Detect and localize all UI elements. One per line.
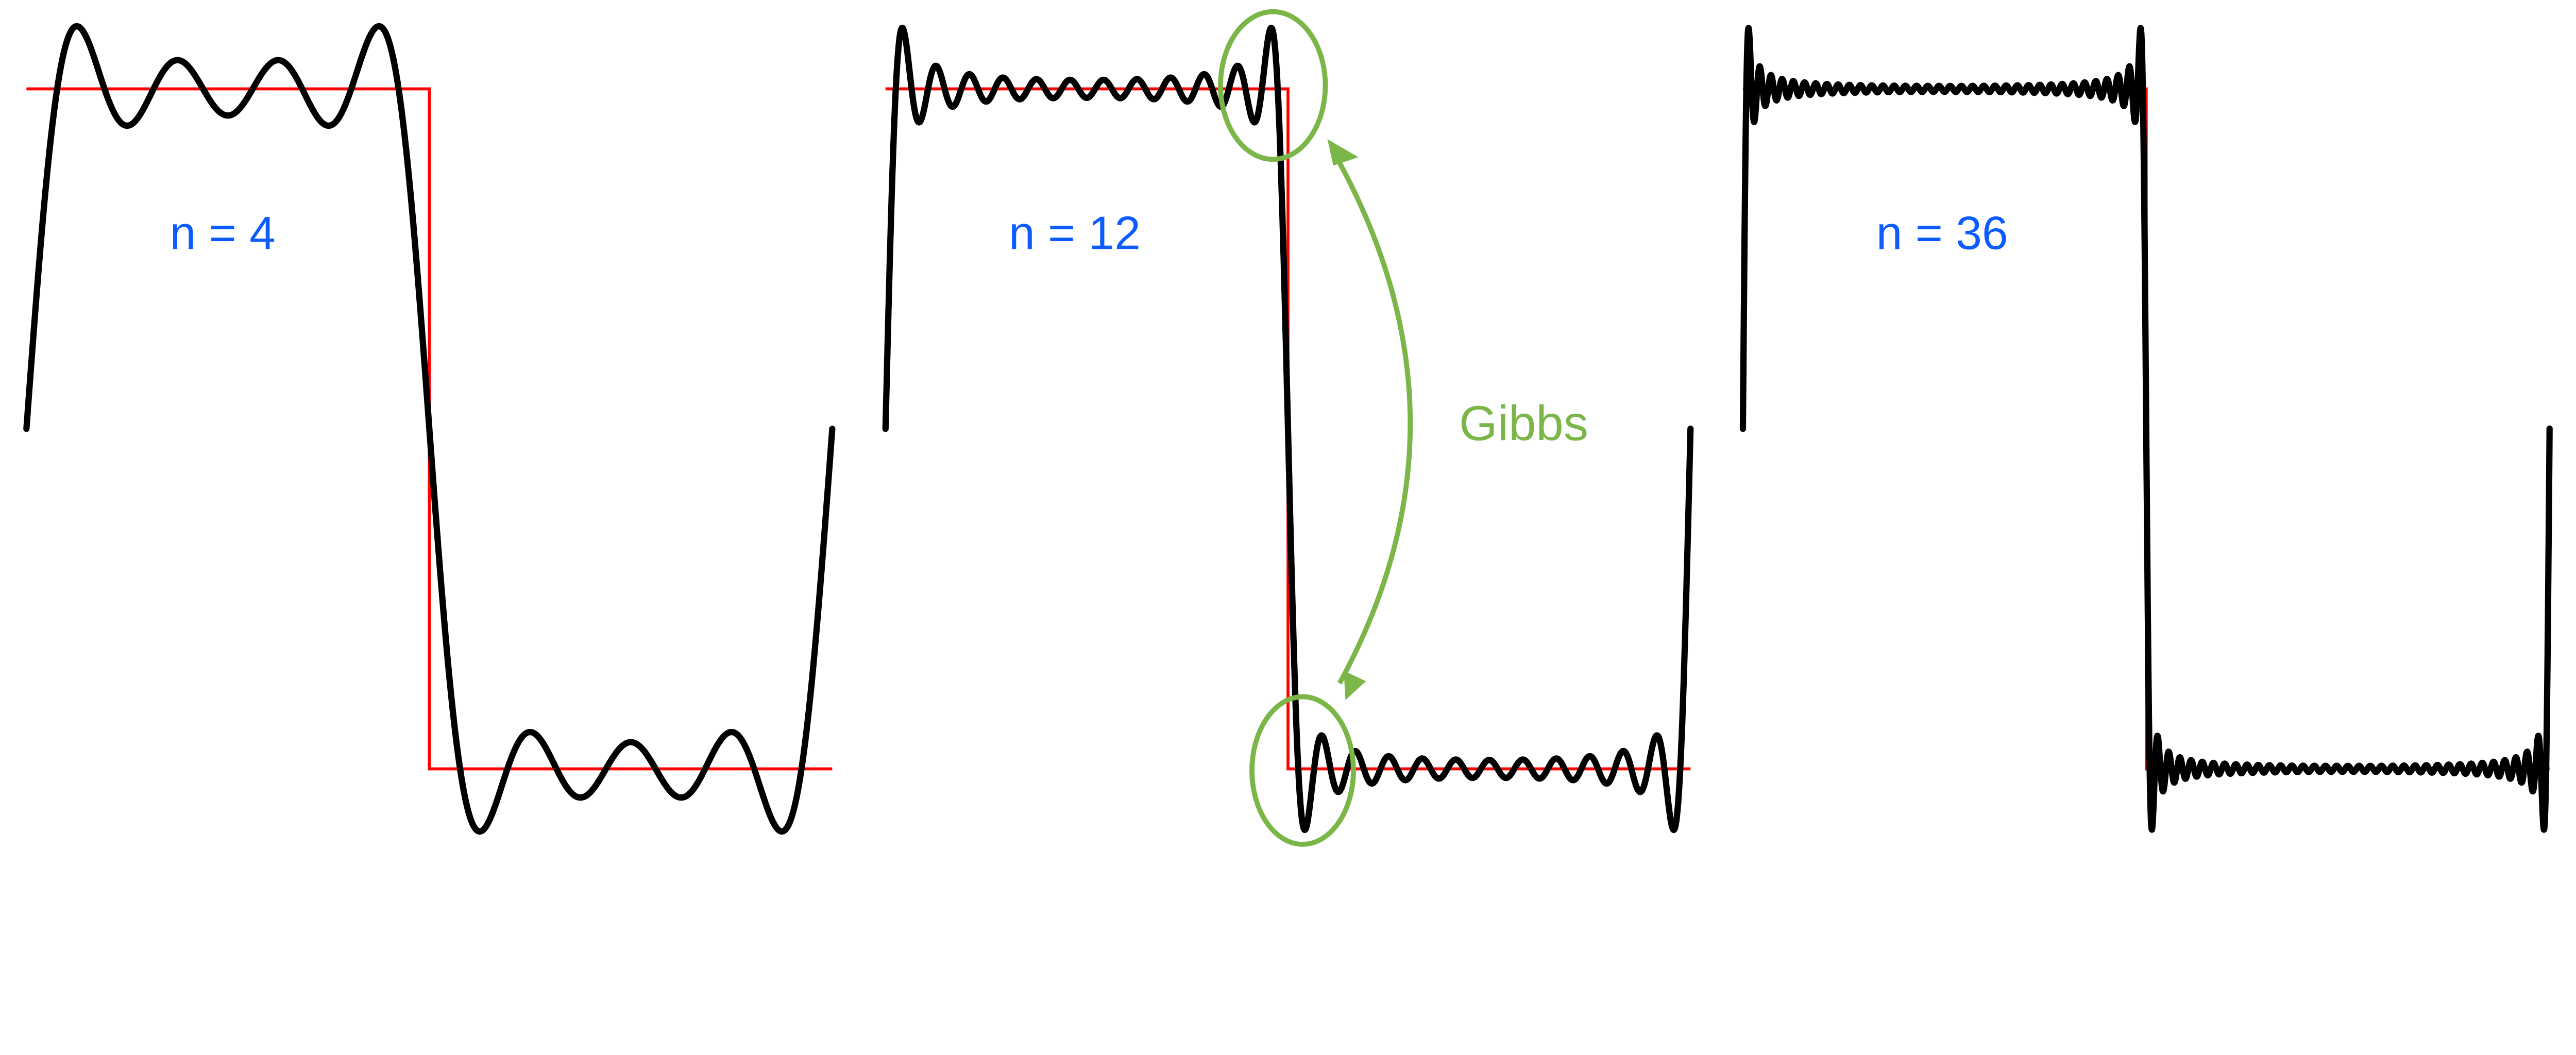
panel-n12: n = 12 <box>882 24 1694 833</box>
overshoot-highlight-ellipse <box>1218 9 1328 162</box>
undershoot-highlight-ellipse <box>1249 694 1356 847</box>
arrowhead-icon <box>1344 671 1366 701</box>
harmonics-label: n = 36 <box>1876 207 2008 259</box>
fourier-curve <box>23 23 836 835</box>
arrowhead-icon <box>1327 139 1359 166</box>
harmonics-label: n = 4 <box>170 207 276 259</box>
gibbs-label: Gibbs <box>1459 396 1588 451</box>
gibbs-phenomenon-figure: n = 4 n = 12 n = 36 Gibbs <box>23 9 2553 847</box>
fourier-curve <box>1739 25 2553 833</box>
panel-n36: n = 36 <box>1739 25 2553 833</box>
harmonics-label: n = 12 <box>1009 207 1141 259</box>
gibbs-annotation: Gibbs <box>1218 9 1588 847</box>
panel-n4: n = 4 <box>23 23 836 835</box>
double-headed-arrow <box>1333 154 1413 685</box>
fourier-curve <box>882 24 1694 833</box>
